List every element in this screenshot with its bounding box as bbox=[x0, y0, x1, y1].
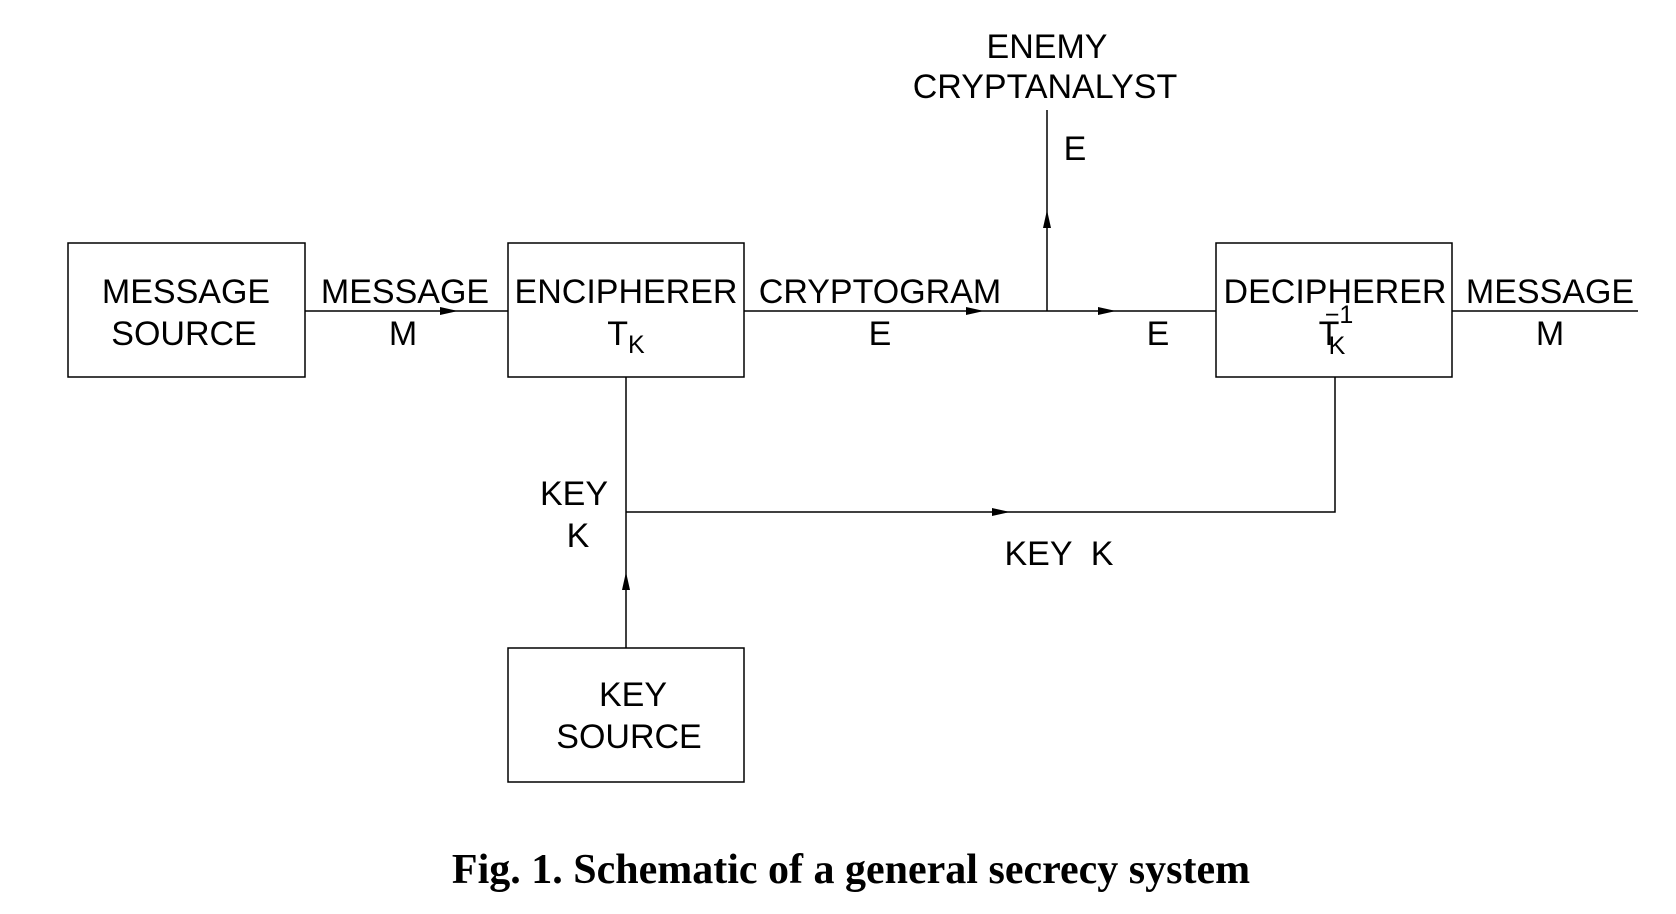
decipherer-superscript: −1 bbox=[1325, 301, 1354, 329]
message-source-label-2: SOURCE bbox=[111, 315, 256, 353]
encipherer-subscript: K bbox=[628, 331, 645, 359]
message-out-label: MESSAGE bbox=[1466, 273, 1634, 311]
cryptogram-symbol: E bbox=[869, 315, 892, 353]
enemy-label-2: CRYPTANALYST bbox=[913, 68, 1178, 106]
figure-caption: Fig. 1. Schematic of a general secrecy s… bbox=[452, 847, 1250, 893]
cryptogram-connector bbox=[744, 307, 1216, 315]
key-to-encipherer-symbol: K bbox=[567, 517, 590, 555]
cryptogram-to-decipherer-symbol: E bbox=[1147, 315, 1170, 353]
key-source-block: KEY SOURCE bbox=[507, 647, 745, 783]
message-in-label: MESSAGE bbox=[321, 273, 489, 311]
key-to-decipherer-connector bbox=[626, 377, 1336, 516]
message-in-connector bbox=[305, 307, 508, 315]
enemy-tap-connector bbox=[1043, 110, 1051, 311]
message-out-symbol: M bbox=[1536, 315, 1564, 353]
message-source-label-1: MESSAGE bbox=[102, 273, 270, 311]
encipherer-block: ENCIPHERER TK bbox=[507, 242, 745, 378]
key-to-decipherer-label: KEY K bbox=[1005, 535, 1114, 573]
cryptogram-label: CRYPTOGRAM bbox=[759, 273, 1001, 311]
key-up-arrow bbox=[622, 572, 630, 590]
key-to-encipherer-label: KEY bbox=[540, 475, 608, 513]
encipherer-transform: TK bbox=[607, 315, 645, 359]
decipherer-block: DECIPHERER T −1 K bbox=[1215, 242, 1453, 378]
decipherer-label: DECIPHERER bbox=[1224, 273, 1447, 311]
key-source-label-2: SOURCE bbox=[556, 718, 701, 756]
enemy-tap-arrow bbox=[1043, 210, 1051, 228]
message-in-symbol: M bbox=[389, 315, 417, 353]
decipherer-symbol: T bbox=[1319, 315, 1340, 353]
cryptogram-to-decipherer-arrow bbox=[1098, 307, 1116, 315]
enemy-label-1: ENEMY bbox=[987, 28, 1108, 66]
enemy-signal-symbol: E bbox=[1064, 130, 1087, 168]
encipherer-symbol: T bbox=[607, 315, 628, 353]
key-right-arrow bbox=[992, 508, 1010, 516]
cryptogram-arrow bbox=[966, 307, 984, 315]
key-source-label-1: KEY bbox=[599, 676, 667, 714]
message-source-block: MESSAGE SOURCE bbox=[67, 242, 306, 378]
encipherer-label: ENCIPHERER bbox=[515, 273, 738, 311]
message-in-arrow bbox=[440, 307, 458, 315]
decipherer-subscript: K bbox=[1329, 332, 1346, 360]
